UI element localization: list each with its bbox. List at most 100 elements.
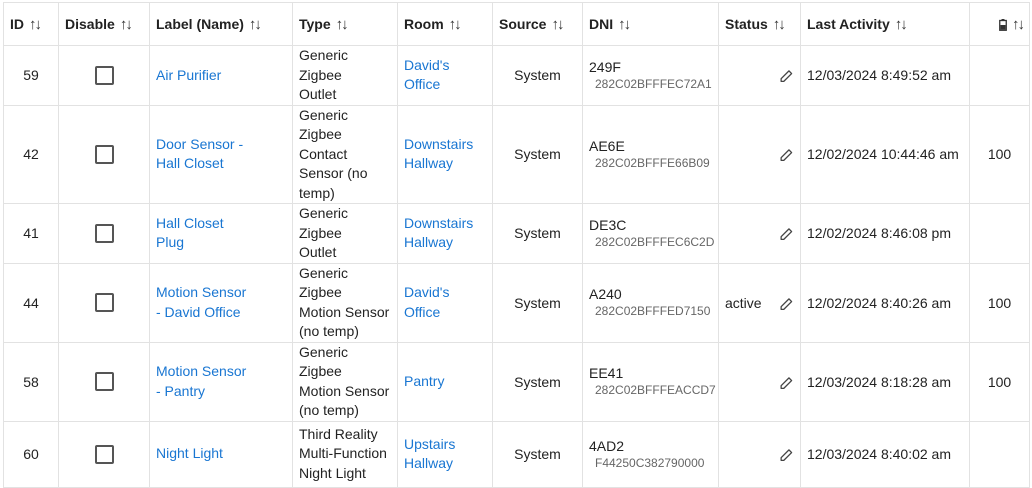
sort-icon[interactable]: ↑↓ <box>119 15 133 33</box>
device-type-line: Outlet <box>299 86 337 102</box>
sort-icon[interactable]: ↑↓ <box>29 15 42 33</box>
pencil-icon[interactable] <box>779 294 796 311</box>
sort-icon[interactable]: ↑↓ <box>335 15 349 33</box>
device-type-line: (no temp) <box>299 323 359 339</box>
device-type-line: Multi-Function <box>299 445 387 462</box>
col-header-disable[interactable]: Disable↑↓ <box>58 2 150 46</box>
col-header-label[interactable]: Label (Name)↑↓ <box>149 2 293 46</box>
device-link[interactable]: Door Sensor -Hall Closet <box>156 135 243 174</box>
source-cell: System <box>492 45 583 106</box>
dni-value: 4AD2 <box>589 437 625 454</box>
device-link[interactable]: Night Light <box>156 444 223 464</box>
pencil-icon[interactable] <box>779 225 796 242</box>
room-name-line: Hallway <box>404 155 454 172</box>
device-type-line: Motion Sensor <box>299 382 390 399</box>
col-header-id[interactable]: ID↑↓ <box>3 2 59 46</box>
last-activity: 12/03/2024 8:40:02 am <box>800 420 970 488</box>
room-name-line: David's <box>404 284 450 300</box>
col-header-room-label: Room <box>404 15 444 32</box>
col-header-last-activity[interactable]: Last Activity↑↓ <box>800 2 970 46</box>
sort-icon[interactable]: ↑↓ <box>551 15 564 33</box>
status-text: active <box>725 294 762 311</box>
disable-checkbox[interactable] <box>94 293 114 312</box>
disable-cell <box>58 45 150 106</box>
device-label-line: Air Purifier <box>156 66 222 83</box>
last-activity: 12/02/2024 8:46:08 pm <box>800 203 970 264</box>
col-header-room[interactable]: Room↑↓ <box>397 2 493 46</box>
room-name-line: Downstairs <box>404 135 474 152</box>
pencil-icon[interactable] <box>779 67 796 84</box>
dni-hex: 282C02BFFFEC6C2D <box>595 234 715 249</box>
last-activity: 12/02/2024 10:44:46 am <box>800 104 970 204</box>
disable-checkbox[interactable] <box>94 65 114 85</box>
sort-icon[interactable]: ↑↓ <box>248 15 262 33</box>
table-header: ID↑↓ Disable↑↓ Label (Name)↑↓ Type↑↓ Roo… <box>3 2 1030 46</box>
device-label-line: Door Sensor - <box>156 135 244 152</box>
label-cell: Door Sensor -Hall Closet <box>149 104 293 204</box>
col-header-disable-label: Disable <box>65 15 115 32</box>
disable-checkbox[interactable] <box>94 223 114 243</box>
sort-icon[interactable]: ↑↓ <box>772 15 786 33</box>
pencil-icon[interactable] <box>779 146 796 163</box>
label-cell: Motion Sensor- David Office <box>149 262 293 343</box>
device-type-line: Generic Zigbee <box>299 343 349 380</box>
disable-checkbox[interactable] <box>94 444 114 464</box>
battery-icon <box>999 18 1007 31</box>
device-link[interactable]: Motion Sensor- Pantry <box>156 362 246 401</box>
pencil-icon[interactable] <box>779 373 796 390</box>
col-header-status[interactable]: Status↑↓ <box>718 2 801 46</box>
room-name-line: Office <box>404 303 441 320</box>
room-name-line: Hallway <box>404 234 454 251</box>
sort-icon[interactable]: ↑↓ <box>894 15 908 33</box>
col-header-battery[interactable]: ↑↓ <box>969 2 1030 46</box>
disable-checkbox[interactable] <box>94 372 114 391</box>
room-link[interactable]: Pantry <box>404 372 444 392</box>
status-cell: active <box>718 262 801 343</box>
device-type-line: Third Reality <box>299 425 378 442</box>
col-header-dni[interactable]: DNI↑↓ <box>582 2 719 46</box>
source-cell: System <box>492 341 583 422</box>
battery-level <box>969 420 1030 488</box>
last-activity: 12/03/2024 8:49:52 am <box>800 45 970 106</box>
sort-icon[interactable]: ↑↓ <box>618 15 631 33</box>
battery-level <box>969 45 1030 106</box>
device-label-line: Hall Closet <box>156 214 224 231</box>
device-type-line: Outlet <box>299 244 337 260</box>
pencil-icon[interactable] <box>779 446 796 463</box>
row-id: 60 <box>3 420 59 488</box>
status-cell <box>718 341 801 422</box>
sort-icon[interactable]: ↑↓ <box>448 15 462 33</box>
sort-icon[interactable]: ↑↓ <box>1012 15 1025 33</box>
row-id: 59 <box>3 45 59 106</box>
col-header-type[interactable]: Type↑↓ <box>292 2 398 46</box>
col-header-last-activity-label: Last Activity <box>807 15 890 32</box>
row-id: 42 <box>3 104 59 204</box>
source-cell: System <box>492 420 583 488</box>
last-activity: 12/02/2024 8:40:26 am <box>800 262 970 343</box>
device-link[interactable]: Motion Sensor- David Office <box>156 283 246 322</box>
disable-checkbox[interactable] <box>94 144 114 164</box>
dni-value: 249F <box>589 58 621 75</box>
device-label-line: Plug <box>156 234 185 251</box>
disable-cell <box>58 104 150 204</box>
device-type-line: temp) <box>299 184 335 201</box>
col-header-source[interactable]: Source↑↓ <box>492 2 583 46</box>
label-cell: Motion Sensor- Pantry <box>149 341 293 422</box>
device-type-line: Generic Zigbee <box>299 264 349 301</box>
device-link[interactable]: Air Purifier <box>156 66 221 86</box>
